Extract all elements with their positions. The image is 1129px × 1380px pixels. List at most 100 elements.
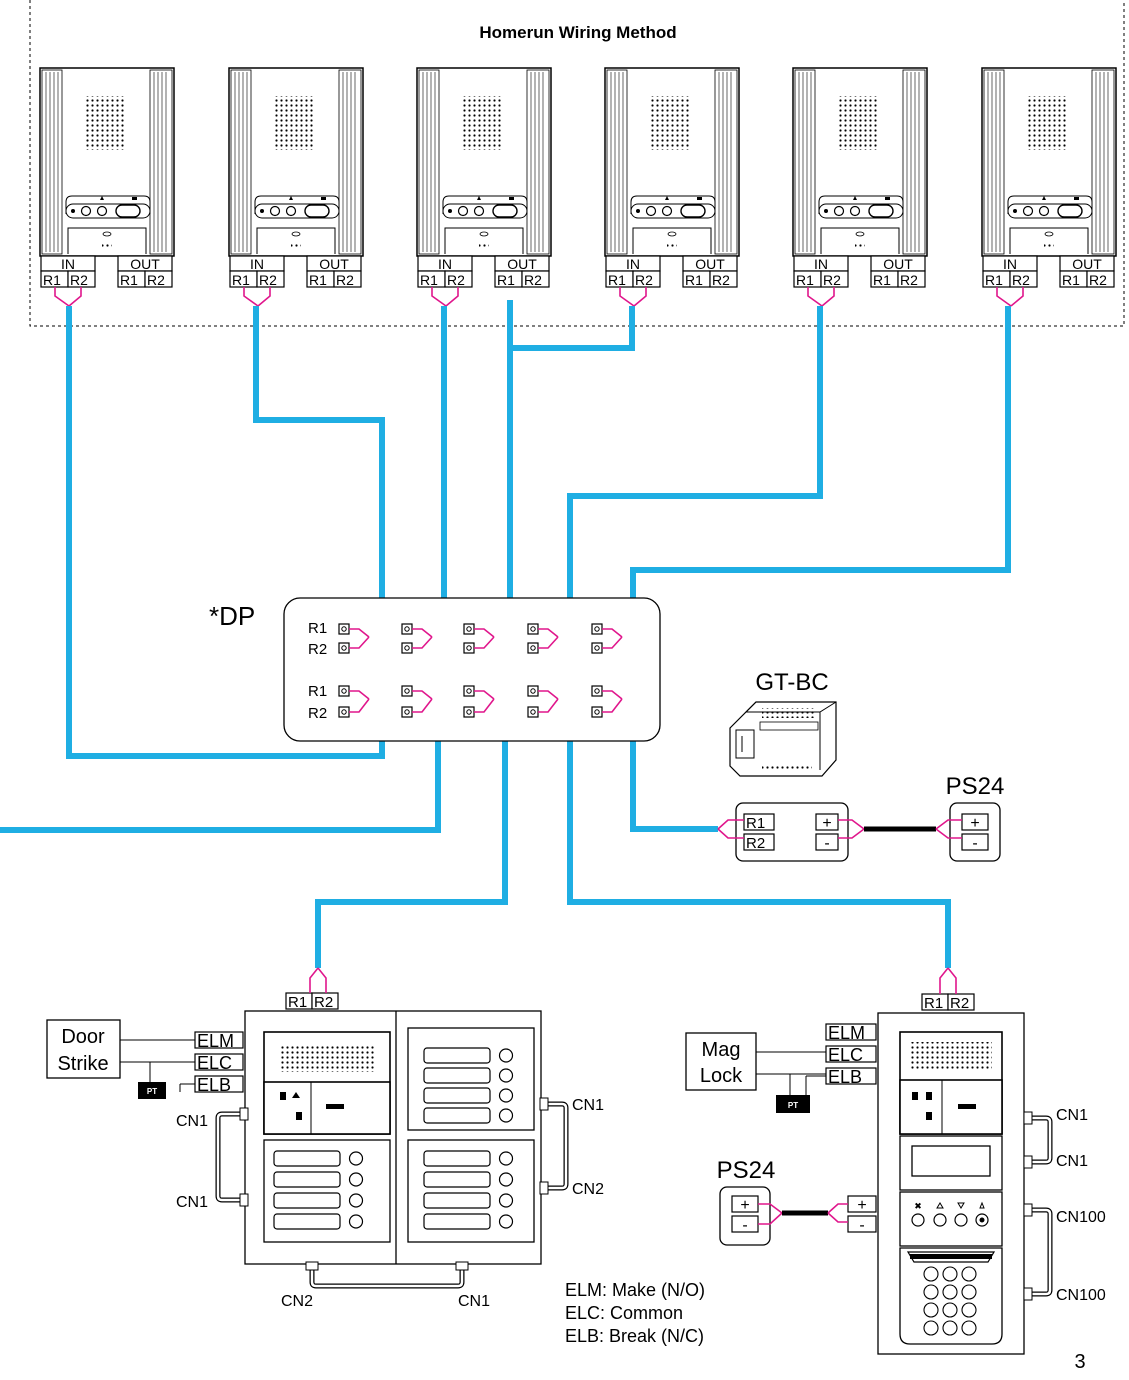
dp-terminal — [463, 706, 475, 718]
dp-conductor-pair — [474, 690, 495, 713]
handset-out-r2: R2 — [900, 272, 918, 288]
left-door-station — [215, 1010, 569, 1289]
dp-terminal — [527, 623, 539, 635]
dp-conductor-pair — [538, 690, 559, 713]
keypad-key — [942, 1266, 958, 1282]
power-supply-label-2: PS24 — [717, 1157, 776, 1184]
left-cn-left-bottom: CN1 — [176, 1194, 208, 1211]
bus-control-label: GT-BC — [755, 669, 828, 696]
right-station-elc: ELC — [828, 1045, 863, 1065]
right-cn-3: CN100 — [1056, 1209, 1106, 1226]
left-pt-label: PT — [147, 1087, 157, 1096]
dp-terminal — [463, 685, 475, 697]
right-station-r1: R1 — [924, 995, 943, 1012]
power-cable-1 — [838, 819, 962, 839]
right-station-plus: + — [857, 1197, 866, 1214]
dp-terminal — [591, 685, 603, 697]
handset-in-r1: R1 — [985, 272, 1003, 288]
keypad-key — [961, 1266, 977, 1282]
handset-out-label: OUT — [883, 256, 913, 272]
dp-terminal — [401, 642, 413, 654]
dp-terminal — [463, 642, 475, 654]
right-station-minus: - — [859, 1217, 864, 1234]
dp-r2-label-bottom: R2 — [308, 705, 327, 722]
left-station-elc: ELC — [197, 1053, 232, 1073]
handset-in-r1: R1 — [796, 272, 814, 288]
handset-in-r1: R1 — [232, 272, 250, 288]
bus-control-plus: + — [822, 815, 831, 832]
handset-out-r1: R1 — [873, 272, 891, 288]
handset-in-r1: R1 — [420, 272, 438, 288]
left-station-r2: R2 — [314, 994, 333, 1011]
dp-terminal — [338, 706, 350, 718]
handset-out-r2: R2 — [712, 272, 730, 288]
bus-control-r1: R1 — [746, 815, 765, 832]
keypad-key — [961, 1302, 977, 1318]
power-supply-plus-2: + — [740, 1197, 749, 1214]
distribution-point-label: *DP — [209, 601, 255, 631]
dp-r2-label-top: R2 — [308, 641, 327, 658]
handset-out-r1: R1 — [1062, 272, 1080, 288]
dp-conductor-pair — [474, 628, 495, 649]
handset-conductor-pair — [431, 287, 459, 307]
svg-text:✖: ✖ — [914, 1201, 922, 1211]
handset-out-label: OUT — [319, 256, 349, 272]
handset-1 — [39, 67, 175, 257]
dp-conductor-pair — [412, 690, 433, 713]
power-supply-plus-1: + — [970, 815, 979, 832]
right-door-station: ✖ — [877, 1012, 1053, 1355]
power-supply-minus-1: - — [972, 835, 977, 852]
handset-out-r2: R2 — [336, 272, 354, 288]
left-station-elb: ELB — [197, 1075, 231, 1095]
handset-2 — [228, 67, 364, 257]
left-cn-right-bottom: CN2 — [572, 1181, 604, 1198]
diagram-title: Homerun Wiring Method — [479, 23, 676, 42]
dp-terminal — [401, 685, 413, 697]
mag-lock-box — [685, 1032, 757, 1091]
handset-in-label: IN — [250, 256, 264, 272]
homerun-area-border — [29, 0, 1125, 327]
page-number: 3 — [1074, 1351, 1085, 1373]
right-pt-label: PT — [788, 1101, 798, 1110]
dp-terminal — [338, 623, 350, 635]
keypad-key — [961, 1284, 977, 1300]
left-cn-left-top: CN1 — [176, 1113, 208, 1130]
handset-in-label: IN — [626, 256, 640, 272]
handset-in-label: IN — [61, 256, 75, 272]
handset-4 — [604, 67, 740, 257]
bus-control-device — [729, 701, 837, 777]
power-supply-box-1 — [949, 802, 1001, 862]
dp-terminals — [338, 623, 623, 718]
handset-5 — [792, 67, 928, 257]
dp-terminal — [591, 623, 603, 635]
legend-elm: ELM: Make (N/O) — [565, 1280, 705, 1300]
left-cn-right-top: CN1 — [572, 1097, 604, 1114]
dp-conductor-pair — [538, 628, 559, 649]
dp-terminal — [338, 685, 350, 697]
handset-in-r2: R2 — [823, 272, 841, 288]
handset-6 — [981, 67, 1117, 257]
mag-lock-line1: Mag — [702, 1039, 741, 1061]
keypad-key — [942, 1302, 958, 1318]
handset-out-label: OUT — [1072, 256, 1102, 272]
right-lock-wiring — [756, 1051, 826, 1113]
handset-conductor-pair — [996, 287, 1024, 307]
handset-3 — [416, 67, 552, 257]
handset-conductor-pair — [807, 287, 835, 307]
dp-conductor-pair — [602, 690, 623, 713]
handset-out-r1: R1 — [497, 272, 515, 288]
power-supply-minus-2: - — [742, 1217, 747, 1234]
mag-lock-line2: Lock — [700, 1065, 743, 1087]
dp-terminal — [527, 685, 539, 697]
handset-in-r2: R2 — [447, 272, 465, 288]
handset-in-label: IN — [1003, 256, 1017, 272]
handset-out-r2: R2 — [1089, 272, 1107, 288]
right-station-r2: R2 — [950, 995, 969, 1012]
dp-r1-label-top: R1 — [308, 620, 327, 637]
legend-elb: ELB: Break (N/C) — [565, 1326, 704, 1346]
door-strike-line2: Strike — [57, 1053, 108, 1075]
